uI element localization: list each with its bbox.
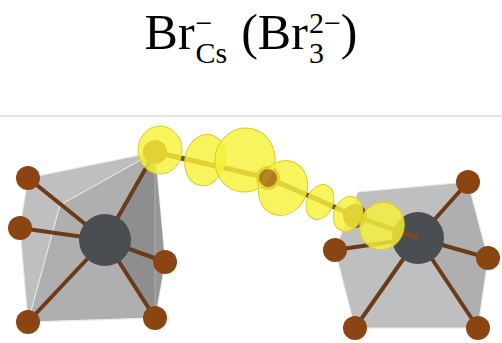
title-part: )	[341, 2, 358, 62]
charge-superscript: −	[196, 8, 213, 38]
title-part: 2−3	[309, 2, 341, 68]
formula-text: (Br	[241, 4, 308, 60]
formula-text: Br	[145, 4, 195, 60]
left-octahedron	[8, 152, 177, 334]
site-subscript: 3	[309, 38, 324, 68]
title-part: (Br	[241, 2, 308, 62]
script-stack: −Cs	[196, 8, 228, 68]
site-subscript: Cs	[196, 38, 228, 68]
title-part: Br	[145, 2, 195, 62]
script-stack: 2−3	[309, 8, 341, 68]
charge-superscript: 2−	[309, 8, 341, 38]
formula-text: )	[341, 4, 358, 60]
right-octahedron	[323, 170, 500, 340]
divider-line	[0, 116, 502, 117]
br3-chain	[138, 122, 418, 256]
title-row: Br−Cs (Br2−3)	[0, 2, 502, 68]
title-part: −Cs	[196, 2, 228, 68]
